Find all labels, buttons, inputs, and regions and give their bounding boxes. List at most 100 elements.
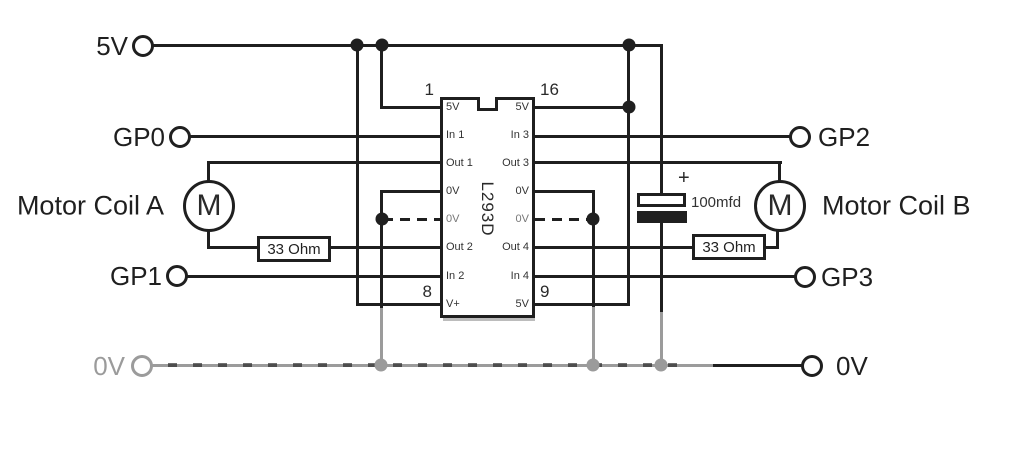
pin-label: 0V (515, 213, 529, 225)
terminal-gp1 (166, 265, 188, 287)
terminal-5v (132, 35, 154, 57)
pin-label: Out 1 (446, 157, 473, 169)
wire-out4-resistor (535, 246, 693, 249)
wire-0v-right-upper (535, 190, 595, 193)
label-gp0: GP0 (112, 122, 165, 152)
wire-motora-bottom (207, 229, 210, 249)
ic-pin-row: 5V 5V (446, 99, 529, 115)
motor-b-symbol: M (754, 180, 806, 232)
wire-motora-resistor (207, 246, 258, 249)
terminal-0v-right (801, 355, 823, 377)
resistor-a: 33 Ohm (257, 236, 331, 262)
wire-5v-to-pin16-pin9 (627, 44, 630, 306)
pin-number-8: 8 (422, 282, 432, 301)
ic-shadow (443, 318, 535, 321)
wire-0v-right-down (592, 190, 595, 307)
label-0v-left: 0V (93, 351, 125, 381)
ic-pin-row: 0V 0V (446, 183, 529, 199)
junction-dot (350, 38, 364, 52)
wire-in3-gp2 (535, 135, 792, 138)
pin-label: 5V (515, 101, 529, 113)
junction-dot (622, 100, 636, 114)
junction-dot (622, 38, 636, 52)
label-motor-coil-a: Motor Coil A (16, 190, 164, 221)
junction-dot (375, 212, 389, 226)
wire-resistor-motorb (765, 246, 779, 249)
pin-label: V+ (446, 298, 460, 310)
pin-label: Out 3 (502, 157, 529, 169)
label-gp3: GP3 (821, 262, 874, 292)
wire-0v-left-down-gray (380, 308, 383, 367)
wire-5v-to-pin1 (380, 44, 383, 109)
terminal-gp3 (794, 266, 816, 288)
wire-gp0-in1 (188, 135, 440, 138)
wire-0v-left-down (380, 190, 383, 308)
pin-label: 0V (446, 185, 460, 197)
wire-5v-to-vplus (356, 44, 359, 306)
ic-pin-row: In 1 In 3 (446, 127, 529, 143)
ic-pin-row: Out 1 Out 3 (446, 155, 529, 171)
junction-dot-gray (374, 358, 388, 372)
pin-label: 0V (515, 185, 529, 197)
wire-5v-rail (152, 44, 663, 47)
label-5v: 5V (96, 31, 128, 61)
junction-dot-gray (654, 358, 668, 372)
motor-m-glyph: M (196, 189, 222, 222)
wire-pin1-5v (381, 106, 440, 109)
terminal-gp0 (169, 126, 191, 148)
wire-pin16-5v (535, 106, 630, 109)
pin-label: In 4 (510, 270, 529, 282)
wire-5v-to-cap (660, 44, 663, 195)
pin-label: Out 4 (502, 241, 529, 253)
pin-number-16: 16 (540, 80, 559, 99)
pin-number-1: 1 (424, 80, 434, 99)
label-0v-right: 0V (836, 351, 868, 381)
resistor-b: 33 Ohm (692, 234, 766, 260)
label-gp2: GP2 (818, 122, 871, 152)
pin-number-9: 9 (540, 282, 550, 301)
pin-label: In 3 (510, 129, 529, 141)
wire-resistor-out2 (330, 246, 440, 249)
capacitor-value: 100mfd (691, 194, 742, 211)
wire-vplus (357, 303, 440, 306)
wire-0v-right-down-gray (592, 307, 595, 367)
wire-0v-rail-right (713, 364, 803, 367)
motor-a-symbol: M (183, 180, 235, 232)
motor-m-glyph: M (767, 189, 793, 222)
pin-label: 5V (446, 101, 460, 113)
wire-cap-to-0v (660, 222, 663, 312)
wire-in4-gp3 (535, 275, 796, 278)
ic-pin-row: In 2 In 4 (446, 268, 529, 284)
capacitor-polarity: + (678, 167, 690, 189)
junction-dot-gray (586, 358, 600, 372)
wire-0v-left-upper (380, 190, 440, 193)
ic-pin-row: V+ 5V (446, 296, 529, 312)
wire-out1-motora (207, 161, 440, 164)
wire-gp1-in2 (186, 275, 440, 278)
pin-label: In 1 (446, 129, 465, 141)
pin-label: In 2 (446, 270, 465, 282)
wire-motora-top (207, 161, 210, 183)
label-motor-coil-b: Motor Coil B (822, 190, 971, 221)
wire-0v-left-lower (383, 218, 440, 221)
terminal-0v-left (131, 355, 153, 377)
capacitor-plate-negative (637, 211, 687, 223)
ic-pin-row: 0V 0V (446, 211, 529, 227)
wire-0v-right-lower (535, 218, 593, 221)
junction-dot (586, 212, 600, 226)
watermark-artifact (168, 363, 688, 367)
wire-motorb-bottom (776, 229, 779, 249)
wire-cap-to-0v-gray (660, 312, 663, 367)
ic-pin-row: Out 2 Out 4 (446, 239, 529, 255)
pin-label: Out 2 (446, 241, 473, 253)
wire-pin9-5v (535, 303, 630, 306)
capacitor-plate-positive (637, 193, 686, 207)
wire-out3-motorb (535, 161, 782, 164)
terminal-gp2 (789, 126, 811, 148)
pin-label: 5V (515, 298, 529, 310)
pin-label: 0V (446, 213, 460, 225)
junction-dot (375, 38, 389, 52)
ic-notch (477, 97, 498, 111)
wire-motorb-top (778, 161, 781, 183)
